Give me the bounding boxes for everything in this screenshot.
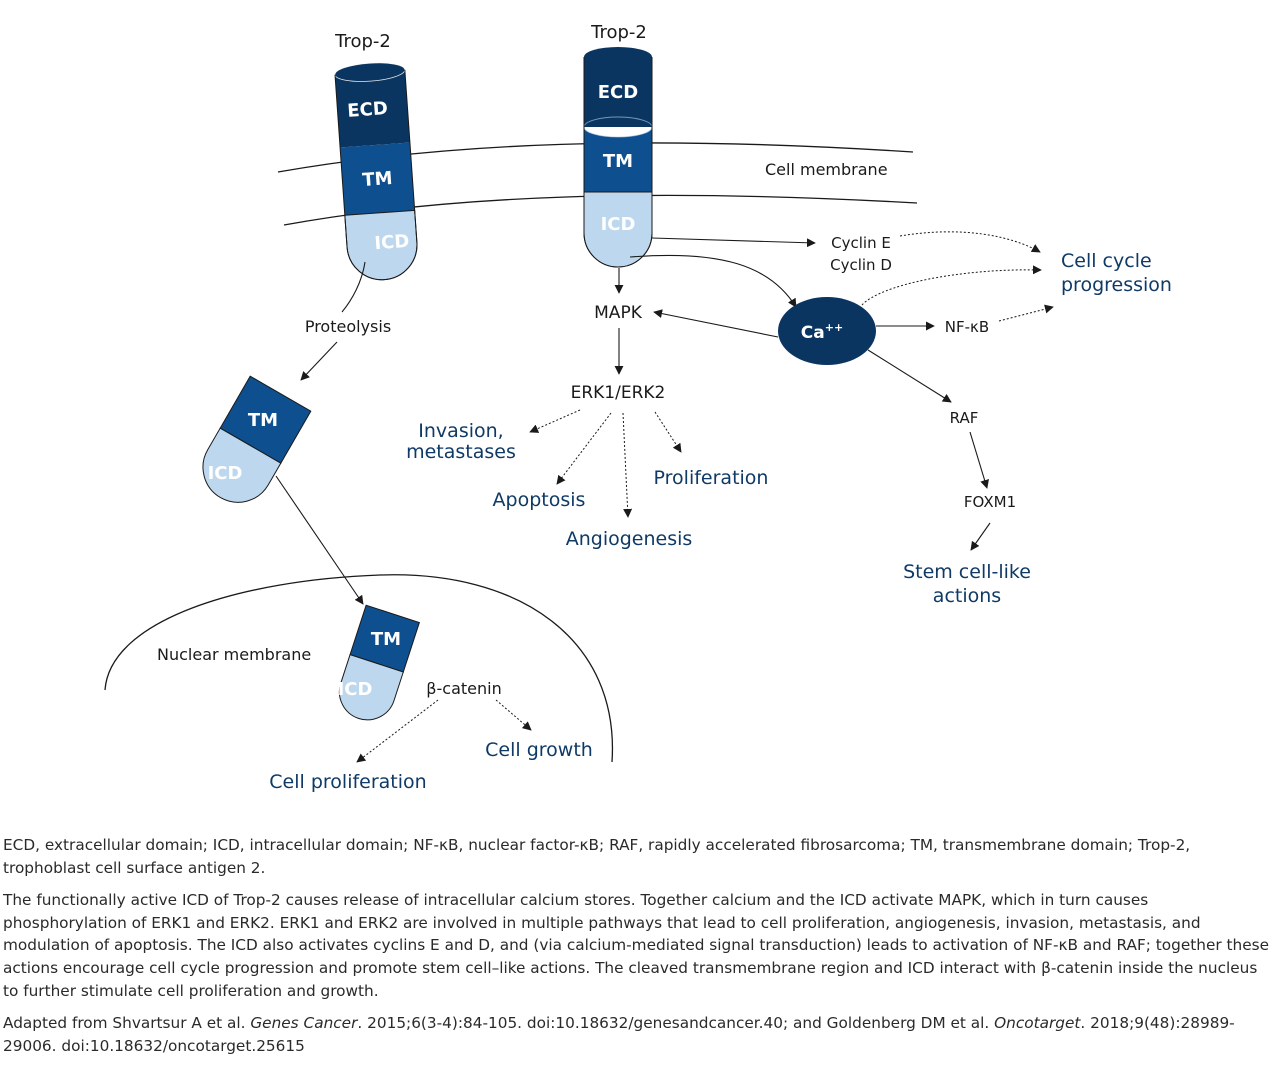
figure-captions: ECD, extracellular domain; ICD, intracel… bbox=[3, 834, 1271, 1067]
cyclin-to-cell-cycle-arrow bbox=[899, 231, 1041, 253]
calcium-label: Ca++ bbox=[801, 321, 843, 343]
description-caption: The functionally active ICD of Trop-2 ca… bbox=[3, 891, 1269, 1000]
source-caption: Adapted from Shvartsur A et al. Genes Ca… bbox=[3, 1012, 1271, 1057]
icd-to-calcium-arrow bbox=[629, 254, 797, 308]
cleaved-tm-label: TM bbox=[248, 410, 278, 431]
erk-node: ERK1/ERK2 bbox=[571, 383, 666, 403]
foxm1-node: FOXM1 bbox=[964, 493, 1016, 511]
abbreviations-caption: ECD, extracellular domain; ICD, intracel… bbox=[3, 836, 1191, 877]
nuclear-fragment: TM ICD bbox=[338, 604, 421, 721]
cell-proliferation-outcome: Cell proliferation bbox=[269, 771, 426, 793]
right-icd-label: ICD bbox=[601, 214, 636, 235]
right-ecd-domain bbox=[584, 47, 652, 127]
left-trop2-receptor: ECD TM ICD bbox=[334, 62, 418, 281]
trop2-signaling-diagram: Cell membrane Nuclear membrane Trop-2 EC… bbox=[104, 22, 1172, 793]
proteolysis-line bbox=[341, 261, 366, 313]
left-trop2-title: Trop-2 bbox=[334, 31, 391, 52]
right-tm-domain bbox=[584, 127, 652, 192]
beta-catenin-label: β-catenin bbox=[426, 679, 501, 698]
cleaved-fragment: TM ICD bbox=[202, 375, 312, 503]
stem-cell-outcome-line2: actions bbox=[933, 585, 1001, 607]
erk-to-invasion-arrow bbox=[529, 409, 581, 433]
raf-to-foxm1-arrow bbox=[969, 431, 989, 489]
calcium-to-mapk-arrow bbox=[653, 309, 779, 338]
source-suffix: . 2018;9(48):28989-29006. doi:10.18632/o… bbox=[3, 1014, 1235, 1055]
beta-catenin-to-growth-arrow bbox=[495, 699, 532, 731]
nfkb-node: NF-κB bbox=[945, 318, 989, 336]
left-ecd-label: ECD bbox=[347, 98, 389, 122]
left-icd-label: ICD bbox=[374, 231, 410, 254]
invasion-outcome-line1: Invasion, bbox=[418, 420, 503, 442]
erk-to-proliferation-arrow bbox=[654, 411, 682, 453]
calcium-node: Ca++ bbox=[778, 297, 876, 365]
beta-catenin-to-proliferation-arrow bbox=[356, 699, 439, 763]
cleaved-icd-label: ICD bbox=[208, 463, 243, 484]
nuclear-tm-label: TM bbox=[371, 629, 401, 650]
invasion-outcome-line2: metastases bbox=[406, 441, 516, 463]
proteolysis-arrow bbox=[300, 341, 338, 381]
mapk-node: MAPK bbox=[594, 303, 643, 323]
nfkb-to-cell-cycle-arrow bbox=[998, 304, 1054, 322]
source-middle: . 2015;6(3-4):84-105. doi:10.18632/genes… bbox=[357, 1014, 995, 1033]
cyclin-e-node: Cyclin E bbox=[831, 234, 891, 252]
cleaved-to-nucleus-arrow bbox=[275, 475, 364, 605]
foxm1-to-stem-arrow bbox=[970, 522, 991, 551]
nuclear-icd-domain bbox=[338, 654, 404, 721]
nuclear-icd-label: ICD bbox=[338, 679, 373, 700]
source-journal-1: Genes Cancer bbox=[250, 1014, 358, 1033]
cell-membrane-label: Cell membrane bbox=[765, 160, 888, 179]
nuclear-membrane-label: Nuclear membrane bbox=[157, 645, 311, 664]
cell-cycle-outcome-line1: Cell cycle bbox=[1061, 250, 1152, 272]
calcium-to-cell-cycle-arrow bbox=[861, 265, 1042, 306]
right-tm-label: TM bbox=[603, 151, 633, 172]
left-tm-label: TM bbox=[362, 168, 394, 191]
angiogenesis-outcome: Angiogenesis bbox=[566, 528, 693, 550]
cleaved-icd-domain bbox=[202, 427, 282, 503]
nuclear-membrane-arc bbox=[104, 574, 614, 763]
calcium-ellipse bbox=[778, 297, 876, 365]
proteolysis-label: Proteolysis bbox=[305, 317, 391, 336]
raf-node: RAF bbox=[950, 409, 979, 427]
right-trop2-title: Trop-2 bbox=[590, 22, 647, 43]
cell-growth-outcome: Cell growth bbox=[485, 739, 593, 761]
erk-to-angiogenesis-arrow bbox=[622, 412, 633, 518]
right-ecd-label: ECD bbox=[598, 82, 638, 103]
left-tm-domain bbox=[340, 142, 415, 216]
icd-to-cyclin-arrow bbox=[651, 237, 816, 248]
cyclin-d-node: Cyclin D bbox=[830, 256, 892, 274]
apoptosis-outcome: Apoptosis bbox=[493, 489, 586, 511]
source-prefix: Adapted from Shvartsur A et al. bbox=[3, 1014, 251, 1033]
proliferation-outcome: Proliferation bbox=[654, 467, 769, 489]
cell-cycle-outcome-line2: progression bbox=[1061, 274, 1172, 296]
right-trop2-receptor: ECD TM ICD bbox=[583, 47, 653, 268]
erk-to-apoptosis-arrow bbox=[556, 412, 612, 485]
calcium-to-raf-arrow bbox=[867, 349, 952, 403]
source-journal-2: Oncotarget bbox=[994, 1014, 1081, 1033]
stem-cell-outcome-line1: Stem cell-like bbox=[903, 561, 1031, 583]
left-ecd-domain bbox=[334, 62, 410, 148]
